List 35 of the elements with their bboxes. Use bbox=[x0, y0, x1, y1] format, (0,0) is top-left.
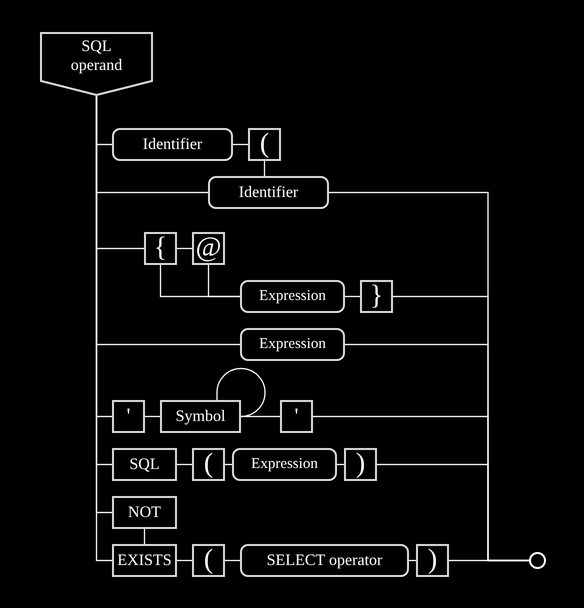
terminal-box: NOT bbox=[112, 496, 177, 529]
connector-line bbox=[449, 560, 529, 562]
terminal-box: ' bbox=[280, 400, 313, 433]
terminal-box: { bbox=[144, 232, 177, 265]
terminal-box: ( bbox=[248, 128, 281, 161]
connector-line bbox=[241, 416, 280, 418]
terminal-box: ) bbox=[416, 544, 449, 577]
terminal-box: ' bbox=[112, 400, 145, 433]
nonterminal-box: Expression bbox=[240, 280, 345, 313]
nonterminal-box: Expression bbox=[232, 448, 337, 481]
terminal-box: EXISTS bbox=[112, 544, 177, 577]
connector-line bbox=[345, 296, 360, 298]
connector-line bbox=[177, 248, 192, 250]
terminal-box: SQL bbox=[112, 448, 177, 481]
connector-line bbox=[177, 560, 192, 562]
nonterminal-box: Identifier bbox=[112, 128, 233, 161]
connector-line bbox=[264, 161, 266, 176]
loop-line bbox=[216, 368, 266, 418]
nonterminal-box: Expression bbox=[240, 328, 345, 361]
connector-line bbox=[177, 464, 192, 466]
start-block: SQL operand bbox=[40, 32, 153, 96]
connector-line bbox=[225, 560, 240, 562]
terminal-box: ) bbox=[344, 448, 377, 481]
terminal-box: ( bbox=[192, 448, 225, 481]
connector-line bbox=[144, 529, 146, 544]
nonterminal-box: Identifier bbox=[208, 176, 329, 209]
nonterminal-box: SELECT operator bbox=[240, 544, 409, 577]
connector-line bbox=[233, 144, 248, 146]
terminal-box: } bbox=[360, 280, 393, 313]
connector-line bbox=[208, 265, 240, 298]
terminal-box: Symbol bbox=[160, 400, 241, 433]
terminal-box: @ bbox=[192, 232, 225, 265]
end-circle bbox=[529, 552, 546, 569]
connector-line bbox=[145, 416, 160, 418]
terminal-box: ( bbox=[192, 544, 225, 577]
